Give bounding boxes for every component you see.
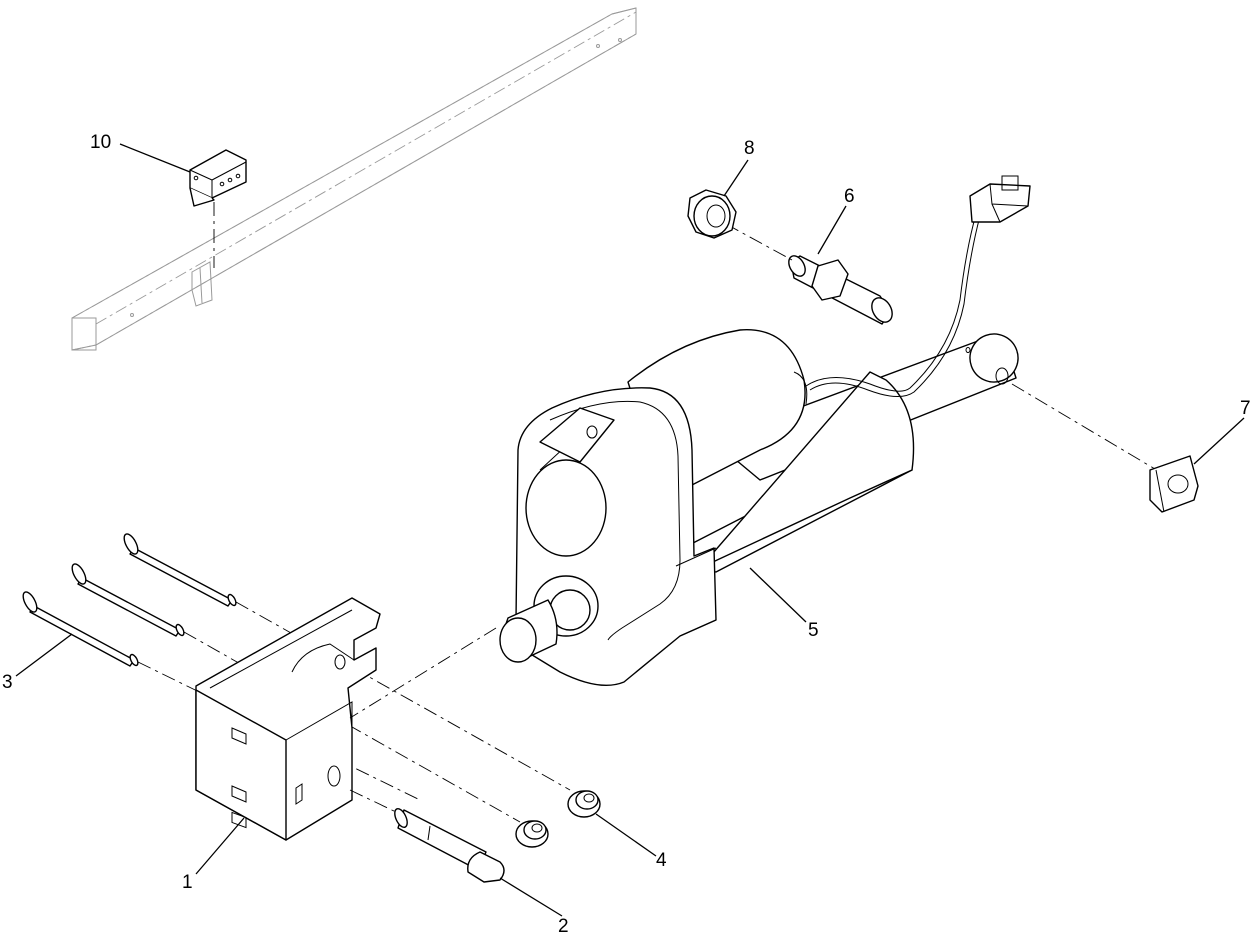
leader-1 [195, 817, 245, 875]
leader-3 [15, 633, 73, 677]
callout-6: 6 [844, 186, 855, 207]
leader-7 [1193, 417, 1245, 465]
callout-8: 8 [744, 138, 755, 159]
leader-lines [15, 143, 1245, 917]
frame-tube [71, 7, 637, 351]
pin-middle [71, 563, 185, 637]
callout-4: 4 [656, 850, 667, 871]
pin-top [123, 533, 237, 607]
callout-7: 7 [1240, 398, 1251, 419]
leader-8 [723, 159, 749, 197]
leader-10 [119, 143, 191, 173]
callout-1: 1 [182, 872, 193, 893]
part-2-pivot-pin [349, 789, 505, 883]
nut-a [515, 820, 549, 848]
leader-5 [749, 567, 807, 623]
pin-bottom [22, 591, 139, 667]
nut-b [567, 790, 601, 818]
part-4-nuts [515, 790, 601, 848]
part-1-mount-bracket [195, 597, 381, 841]
callout-2: 2 [558, 916, 569, 937]
leader-6 [817, 205, 847, 255]
part-10-bracket [189, 149, 247, 268]
callout-3: 3 [2, 672, 13, 693]
part-5-actuator [349, 175, 1161, 719]
callout-5: 5 [808, 620, 819, 641]
callout-labels: 10 8 6 7 5 3 1 2 4 [2, 132, 1251, 937]
leader-4 [595, 813, 657, 857]
part-7-clip [1149, 455, 1199, 513]
part-8-flange-nut [687, 189, 737, 239]
leader-2 [499, 877, 563, 917]
part-6-pin [725, 223, 893, 325]
callout-10: 10 [90, 132, 111, 153]
